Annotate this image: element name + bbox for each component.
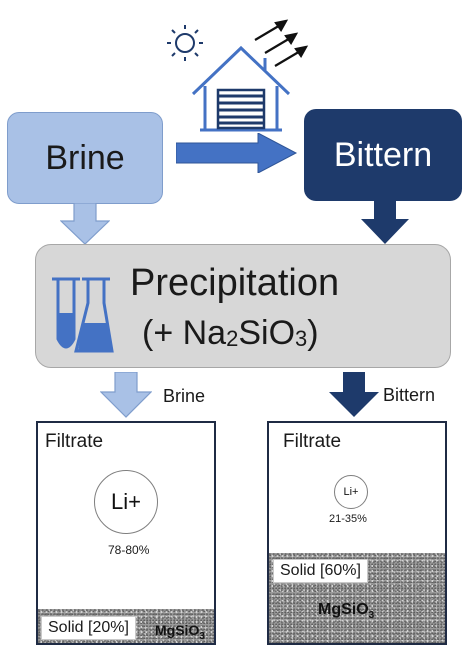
right-filtrate-title: Filtrate <box>283 431 342 452</box>
reagent-label: (+ Na2SiO3) <box>142 314 319 353</box>
right-solid-compound: MgSiO3 <box>318 601 374 621</box>
bittern-node: Bittern <box>304 109 462 201</box>
brine-down-arrow <box>60 203 110 245</box>
bittern-label: Bittern <box>333 135 433 174</box>
right-compound-sub: 3 <box>368 610 375 622</box>
left-solid-label: Solid [20%] <box>41 616 136 640</box>
test-tube-icon <box>52 277 80 349</box>
evaporation-house-icon <box>191 45 291 132</box>
reagent-suffix: ) <box>307 314 319 352</box>
right-recovery-label: 21-35% <box>329 513 367 525</box>
left-compound-sub: 3 <box>199 630 205 642</box>
right-branch-arrow <box>329 372 379 417</box>
reagent-mid: SiO <box>238 314 296 352</box>
left-compound-prefix: MgSiO <box>155 622 200 638</box>
bittern-down-arrow <box>361 201 409 244</box>
right-branch-label: Bittern <box>383 385 436 405</box>
right-ion-circle: Li+ <box>334 475 368 509</box>
brine-node: Brine <box>7 112 163 204</box>
reagent-sub1: 2 <box>226 326 239 351</box>
precipitation-title: Precipitation <box>130 262 340 304</box>
left-ion-circle: Li+ <box>94 470 158 534</box>
right-solid-label: Solid [60%] <box>273 559 368 583</box>
left-solid-compound: MgSiO3 <box>155 622 205 642</box>
left-recovery-label: 78-80% <box>108 543 150 557</box>
left-branch-label: Brine <box>163 386 206 406</box>
reagent-prefix: (+ Na <box>142 314 227 352</box>
right-filtrate-box: Filtrate Li+ 21-35% Solid [60%] MgSiO3 <box>267 421 447 645</box>
sun-icon <box>167 25 203 61</box>
right-ion-label: Li+ <box>343 486 359 498</box>
right-compound-prefix: MgSiO <box>318 601 369 618</box>
flask-icon <box>74 277 114 353</box>
brine-label: Brine <box>45 138 125 177</box>
left-filtrate-title: Filtrate <box>45 431 104 452</box>
brine-to-bittern-arrow <box>176 133 298 173</box>
left-ion-label: Li+ <box>111 489 141 514</box>
evaporation-illustration <box>167 19 309 132</box>
reagent-sub2: 3 <box>295 326 308 351</box>
lab-glassware-icon <box>52 277 114 353</box>
left-branch-arrow <box>100 372 152 418</box>
left-filtrate-box: Filtrate Li+ 78-80% Solid [20%] MgSiO3 <box>36 421 216 645</box>
evaporation-arrows-icon <box>254 19 309 67</box>
